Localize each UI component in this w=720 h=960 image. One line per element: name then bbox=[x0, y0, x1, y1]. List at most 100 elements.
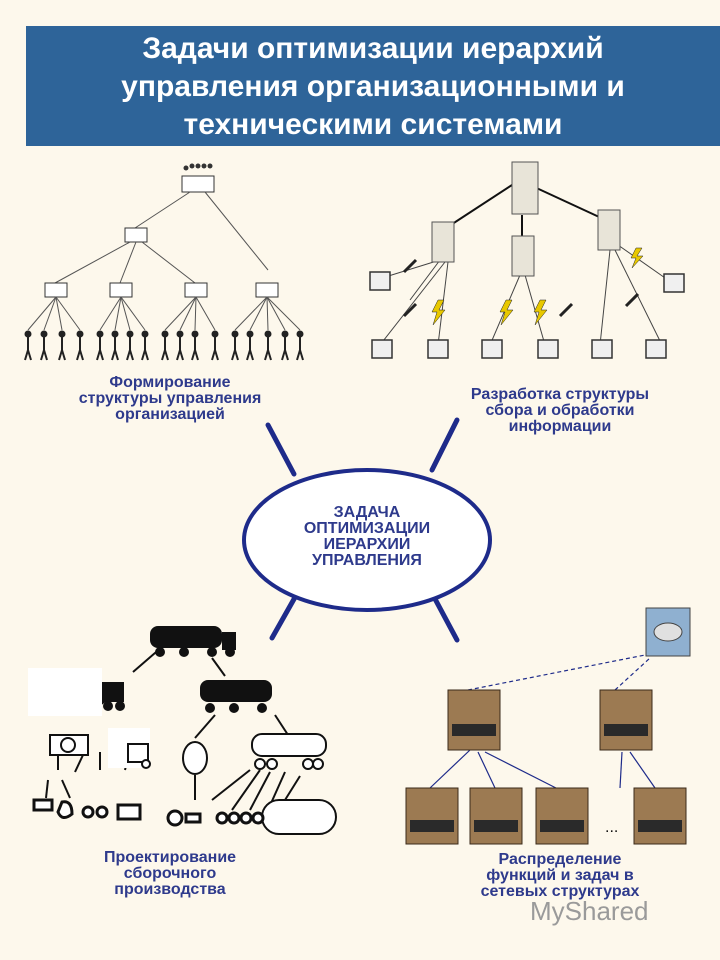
vehicle-network: ... bbox=[405, 607, 691, 845]
person-icon bbox=[211, 330, 219, 361]
central-ellipse bbox=[242, 468, 492, 612]
person-icon bbox=[96, 330, 104, 361]
caption-net: Распределение функций и задач в сетевых … bbox=[450, 852, 670, 900]
caption-prod-line-1: Проектирование bbox=[103, 849, 237, 866]
lightning-icon bbox=[499, 299, 514, 326]
lightning-icon bbox=[630, 247, 644, 269]
cylinder-tank-icon bbox=[261, 799, 337, 835]
org-fan-lines bbox=[27, 296, 301, 331]
caption-org-line-1: Формирование bbox=[109, 374, 231, 391]
org-box-1 bbox=[44, 282, 68, 298]
satellite-dish-icons bbox=[402, 258, 640, 318]
person-icon bbox=[191, 330, 199, 361]
org-mid-box bbox=[124, 227, 148, 243]
white-panel bbox=[28, 668, 102, 716]
org-box-2 bbox=[109, 282, 133, 298]
vehicle-icon bbox=[599, 689, 653, 751]
caption-info-line-3: информации bbox=[508, 418, 612, 435]
person-icon bbox=[264, 330, 272, 361]
server-icon bbox=[597, 209, 621, 251]
org-top-box bbox=[181, 175, 215, 193]
title-line-3: техническими системами bbox=[183, 108, 563, 141]
caption-prod-line-2: сборочного bbox=[123, 865, 217, 882]
person-icon bbox=[126, 330, 134, 361]
center-line-3: ИЕРАРХИИ bbox=[323, 536, 411, 553]
server-icons bbox=[431, 161, 621, 277]
person-icon bbox=[76, 330, 84, 361]
tanker-truck-icon bbox=[200, 680, 272, 702]
lightning-icon bbox=[431, 299, 446, 326]
truck-cab-part-icon bbox=[127, 743, 149, 763]
lightning-icon bbox=[533, 299, 548, 326]
server-icon bbox=[431, 221, 455, 263]
caption-net-line-1: Распределение bbox=[498, 851, 622, 868]
tank-part-icon bbox=[182, 741, 208, 775]
person-icon bbox=[24, 330, 32, 361]
net-ellipsis: ... bbox=[605, 819, 618, 836]
dish-icon bbox=[402, 258, 418, 274]
org-people-icons bbox=[24, 330, 304, 361]
caption-info-line-1: Разработка структуры bbox=[470, 386, 650, 403]
caption-prod-line-3: производства bbox=[114, 881, 226, 898]
part-icons bbox=[49, 733, 337, 835]
production-tree bbox=[28, 626, 337, 835]
computer-icon bbox=[481, 339, 503, 359]
center-line-1: ЗАДАЧА bbox=[333, 504, 401, 521]
info-network bbox=[369, 161, 685, 359]
connector-info bbox=[429, 417, 460, 473]
computer-icon bbox=[537, 339, 559, 359]
person-icon bbox=[111, 330, 119, 361]
server-icon bbox=[511, 161, 539, 215]
org-box-4 bbox=[255, 282, 279, 298]
caption-org-line-2: структуры управления bbox=[78, 390, 262, 407]
caption-net-line-3: сетевых структурах bbox=[480, 883, 640, 900]
vehicle-icon bbox=[469, 787, 523, 845]
center-line-4: УПРАВЛЕНИЯ bbox=[312, 552, 422, 569]
computer-icon bbox=[645, 339, 667, 359]
trailer-part-icon bbox=[251, 733, 327, 757]
tanker-truck-icon bbox=[150, 626, 222, 648]
title-banner: Задачи оптимизации иерархий управления о… bbox=[26, 26, 720, 146]
person-icon bbox=[246, 330, 254, 361]
person-icon bbox=[296, 330, 304, 361]
truck-icon bbox=[102, 682, 124, 702]
center-line-2: ОПТИМИЗАЦИИ bbox=[303, 520, 431, 537]
lightning-icons bbox=[431, 247, 644, 326]
truck-icons bbox=[102, 626, 272, 713]
caption-org-line-3: организацией bbox=[115, 406, 225, 423]
connector-lines bbox=[265, 417, 460, 643]
vehicle-icon bbox=[633, 787, 687, 845]
connector-prod bbox=[269, 589, 301, 641]
vehicle-icons bbox=[405, 689, 687, 845]
person-icon bbox=[176, 330, 184, 361]
org-top-people-icon bbox=[183, 163, 213, 171]
computer-icon bbox=[427, 339, 449, 359]
connector-org bbox=[265, 422, 297, 477]
vehicle-icon bbox=[447, 689, 501, 751]
satellite-dish-icon bbox=[645, 607, 691, 657]
caption-org: Формирование структуры управления органи… bbox=[50, 375, 290, 423]
dish-icon bbox=[402, 302, 418, 318]
computer-icon bbox=[591, 339, 613, 359]
person-icon bbox=[161, 330, 169, 361]
server-icon bbox=[511, 235, 535, 277]
caption-info: Разработка структуры сбора и обработки и… bbox=[440, 387, 680, 435]
caption-info-line-2: сбора и обработки bbox=[485, 402, 635, 419]
small-part-icons bbox=[32, 798, 265, 827]
person-icon bbox=[40, 330, 48, 361]
watermark-text: MyShared bbox=[530, 896, 649, 926]
person-icon bbox=[58, 330, 66, 361]
dish-icon bbox=[558, 302, 574, 318]
caption-net-line-2: функций и задач в bbox=[486, 867, 634, 884]
org-chart bbox=[24, 163, 304, 361]
person-icon bbox=[141, 330, 149, 361]
dish-icon bbox=[624, 292, 640, 308]
computer-icon bbox=[369, 271, 391, 291]
connector-net bbox=[431, 594, 460, 643]
computer-icon bbox=[371, 339, 393, 359]
caption-prod: Проектирование сборочного производства bbox=[60, 850, 280, 898]
person-icon bbox=[281, 330, 289, 361]
org-box-3 bbox=[184, 282, 208, 298]
center-label: ЗАДАЧА ОПТИМИЗАЦИИ ИЕРАРХИИ УПРАВЛЕНИЯ bbox=[262, 505, 472, 569]
